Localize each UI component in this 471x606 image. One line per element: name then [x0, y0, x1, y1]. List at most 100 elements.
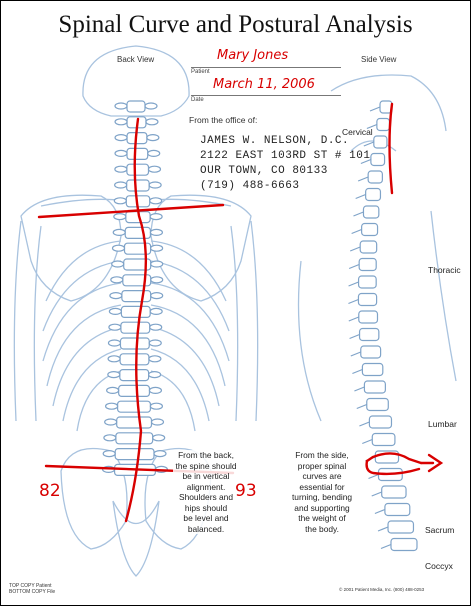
vertebra-process [114, 118, 128, 126]
vertebra-process [114, 149, 128, 157]
vertebra-process [114, 102, 128, 110]
back-vertebra [119, 369, 150, 382]
cervical-curve-line [388, 102, 394, 195]
vertebra-process [103, 434, 117, 442]
spinous-process [349, 246, 361, 252]
spinous-process [377, 526, 389, 532]
spinous-process [356, 403, 367, 410]
office-name: JAMES W. NELSON, D.C. [200, 135, 350, 147]
side-vertebra [357, 292, 378, 307]
back-vertebra [124, 226, 152, 239]
back-vertebra [114, 448, 155, 461]
side-vertebra [357, 275, 377, 289]
vertebra-process [111, 260, 125, 268]
side-view-note: From the side, proper spinal curves are … [287, 450, 357, 534]
vertebra-process [145, 118, 159, 126]
spinous-process [348, 263, 360, 270]
vertebra-process [104, 418, 118, 426]
vertebra-process [114, 165, 128, 173]
spinous-process [348, 281, 359, 287]
spinous-process [351, 228, 362, 235]
vertebra-process [146, 134, 160, 142]
side-vertebra [363, 380, 386, 394]
date-line [191, 95, 341, 96]
vertebra-process [150, 292, 164, 300]
back-vertebra [119, 337, 150, 350]
vertebra-process [148, 371, 162, 379]
side-vertebra [360, 345, 382, 359]
side-vertebra [361, 362, 384, 377]
back-vertebra [126, 100, 146, 113]
side-view-label: Side View [361, 55, 397, 64]
office-phone: (719) 488-6663 [200, 180, 300, 192]
copyright-note: © 2001 Patient Media, Inc. (800) 488-025… [339, 587, 425, 592]
vertebra-process [113, 197, 127, 205]
vertebra-process [150, 244, 164, 252]
side-vertebra [359, 240, 378, 254]
back-vertebra [120, 321, 151, 334]
patient-line [191, 67, 341, 68]
vertebra-process [106, 386, 120, 394]
side-vertebra [371, 432, 396, 447]
spinous-process [355, 193, 366, 200]
back-vertebra [120, 305, 151, 318]
right-measurement: 93 [235, 481, 257, 501]
vertebra-process [148, 339, 162, 347]
vertebra-process [150, 260, 164, 268]
side-vertebra [366, 397, 389, 412]
spinous-process [352, 368, 363, 375]
lumbar-mark [365, 452, 423, 465]
vertebra-process [102, 450, 116, 458]
back-vertebra [116, 416, 153, 429]
date-label: Date [191, 97, 204, 103]
spinous-process [360, 158, 372, 165]
spinous-process [349, 333, 360, 340]
side-vertebra [381, 485, 407, 499]
back-vertebra [122, 274, 152, 287]
vertebra-process [148, 181, 162, 189]
office-address-stamp: JAMES W. NELSON, D.C. 2122 EAST 103RD ST… [200, 134, 370, 194]
vertebra-process [108, 307, 122, 315]
side-vertebra [390, 537, 418, 552]
patient-name-value: Mary Jones [217, 48, 289, 63]
vertebra-process [110, 276, 124, 284]
red-markup [37, 102, 444, 523]
back-vertebra [121, 290, 152, 303]
office-street: 2122 EAST 103RD ST # 101 [200, 150, 371, 162]
vertebra-process [148, 355, 162, 363]
side-vertebra [361, 222, 379, 237]
back-vertebra [126, 147, 149, 160]
vertebra-process [114, 181, 128, 189]
spinous-process [353, 211, 364, 217]
vertebra-process [150, 418, 165, 426]
region-label-lumbar: Lumbar [428, 419, 457, 429]
side-vertebra [376, 117, 391, 132]
vertebra-process [109, 292, 123, 300]
back-view-note: From the back, the spine should be in ve… [173, 450, 239, 534]
vertebra-process [150, 276, 164, 284]
spinous-process [363, 141, 375, 147]
vertebra-process [111, 244, 126, 252]
vertebra-process [149, 307, 163, 315]
back-vertebra [126, 163, 150, 176]
vertebra-process [149, 323, 163, 331]
spinous-process [354, 386, 365, 392]
vertebra-process [108, 323, 122, 331]
vertebra-process [112, 228, 126, 236]
spinous-process [359, 421, 370, 427]
spinous-process [371, 491, 382, 497]
patient-label: Patient [191, 69, 210, 75]
back-vertebra [118, 384, 151, 397]
vertebra-process [107, 339, 122, 347]
region-label-cervical: Cervical [342, 127, 373, 137]
vertebra-process [114, 134, 128, 142]
vertebra-process [149, 228, 164, 236]
lumbar-mark-lower [365, 459, 421, 476]
side-vertebra [362, 205, 380, 219]
office-intro: From the office of: [189, 115, 258, 125]
copy-distribution-note: TOP COPY Patient BOTTOM COPY File [9, 583, 56, 595]
vertebra-process [107, 355, 121, 363]
arrow-right-icon [419, 453, 444, 473]
side-vertebra [384, 502, 411, 517]
region-label-coccyx: Coccyx [425, 561, 453, 571]
